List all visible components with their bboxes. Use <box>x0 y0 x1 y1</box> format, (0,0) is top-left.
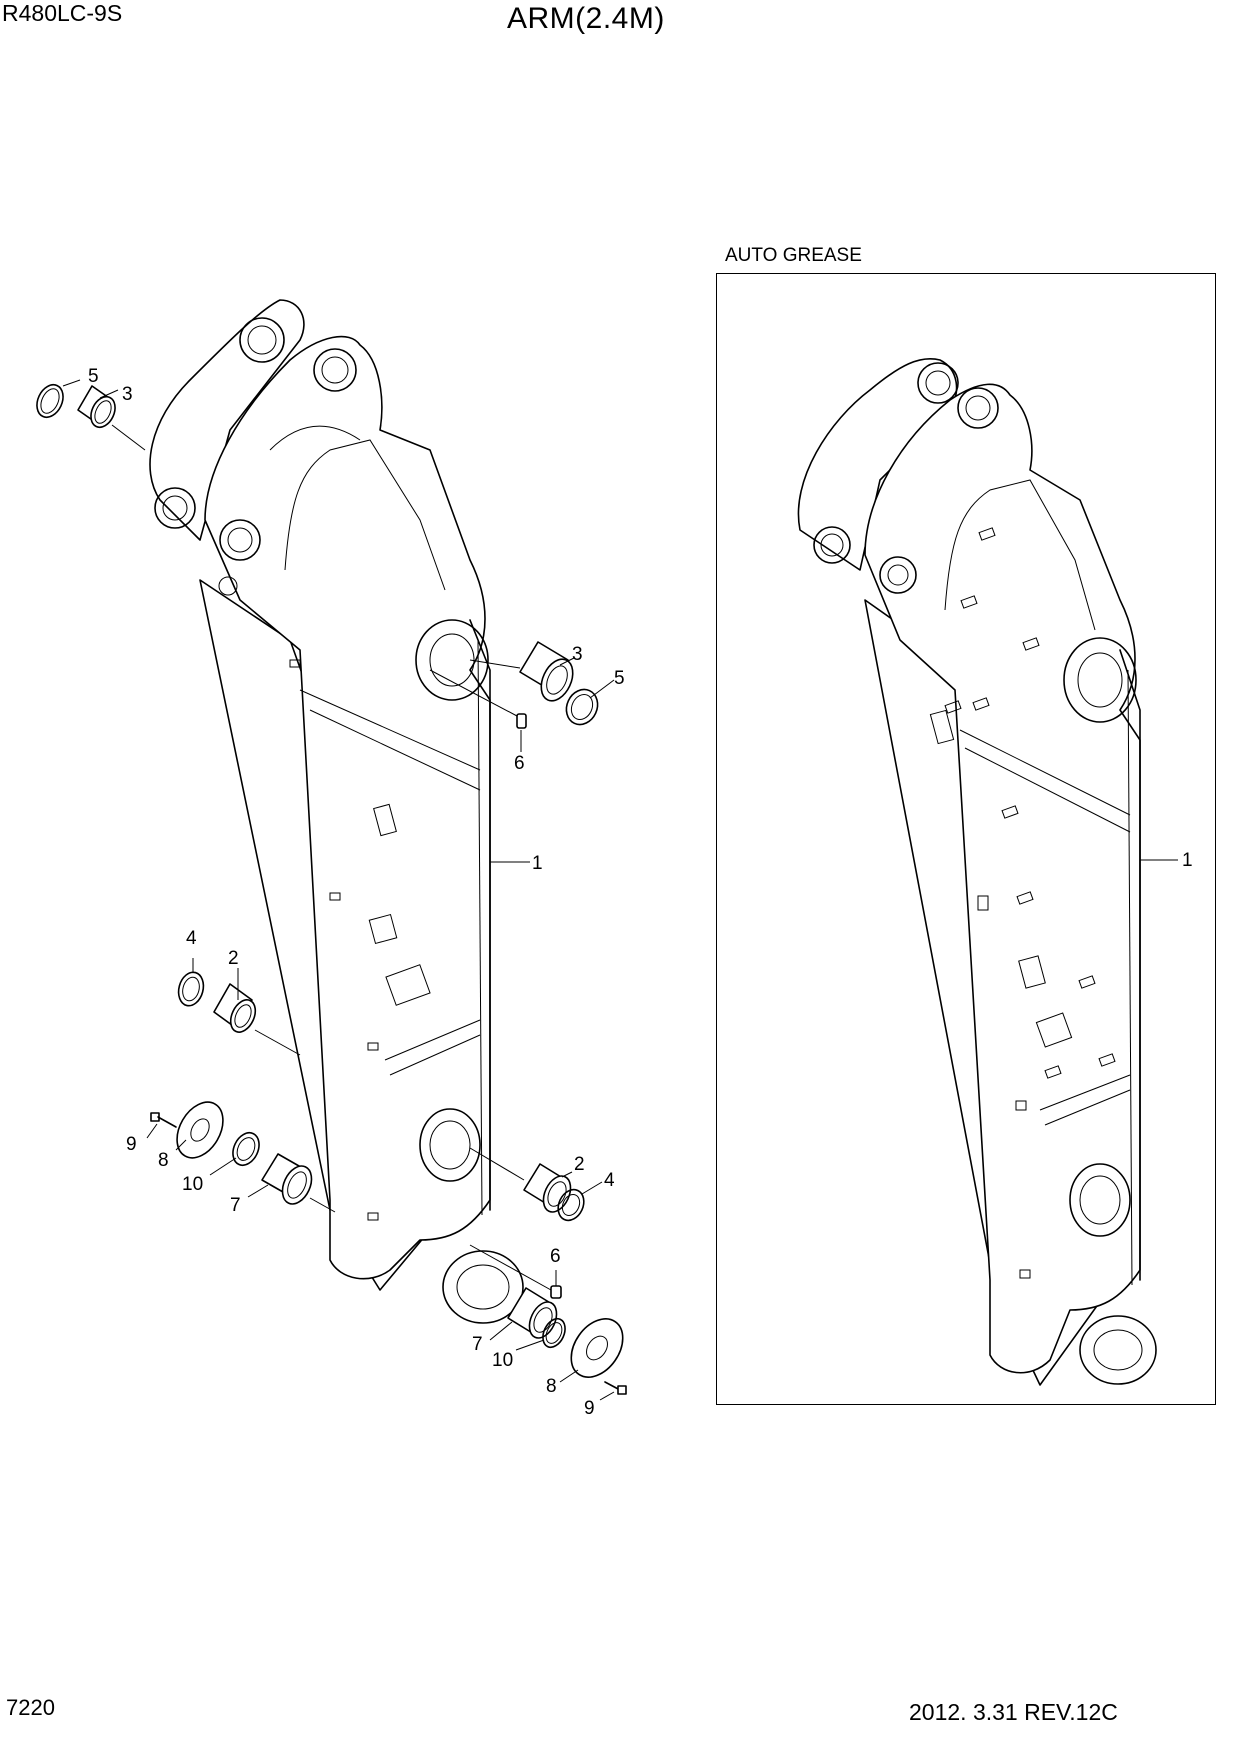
callout-plate-8-right: 8 <box>546 1376 557 1397</box>
part-fitting-6-lower <box>550 1285 562 1299</box>
part-ring-5-mid <box>565 688 599 726</box>
part-ring-4-right <box>557 1188 585 1222</box>
callout-bush-7-right: 7 <box>472 1334 483 1355</box>
part-bush-2-right <box>523 1163 572 1213</box>
part-bush-7-right <box>507 1287 558 1339</box>
inset-label: AUTO GREASE <box>725 245 862 266</box>
callout-bush-2-left: 2 <box>228 948 239 969</box>
part-ring-10-right <box>542 1317 566 1349</box>
revision-date: 2012. 3.31 REV.12C <box>909 1699 1118 1725</box>
page-title: ARM(2.4M) <box>507 2 665 35</box>
part-plate-8-right <box>570 1318 624 1378</box>
callout-fitting-6-lower: 6 <box>550 1246 561 1267</box>
model-code: R480LC-9S <box>2 0 123 26</box>
callout-ring-10-left: 10 <box>182 1174 203 1195</box>
arm-main <box>149 299 524 1324</box>
part-ring-5-top <box>36 383 64 419</box>
callout-arm-1: 1 <box>532 853 543 874</box>
part-ring-4-left <box>177 971 205 1007</box>
part-bush-3-mid <box>519 641 574 702</box>
part-fitting-6-upper <box>516 713 527 729</box>
part-ring-10-left <box>232 1131 260 1167</box>
arm-inset <box>797 358 1157 1386</box>
part-bolt-9-right <box>604 1381 627 1395</box>
part-bush-7-left <box>261 1153 313 1205</box>
callout-inset-arm-1: 1 <box>1182 850 1193 871</box>
callout-ring-4-right: 4 <box>604 1170 615 1191</box>
leader-lines-left <box>62 379 615 1401</box>
part-bolt-9-left <box>150 1112 177 1128</box>
callout-bush-7-left: 7 <box>230 1195 241 1216</box>
callout-ring-5-mid: 5 <box>614 668 625 689</box>
callout-ring-10-right: 10 <box>492 1350 513 1371</box>
callout-ring-4-left: 4 <box>186 928 197 949</box>
callout-bolt-9-right: 9 <box>584 1398 595 1419</box>
callout-plate-8-left: 8 <box>158 1150 169 1171</box>
callout-fitting-6-upper: 6 <box>514 753 525 774</box>
part-bush-2-left <box>213 983 257 1033</box>
part-bush-3-top <box>77 385 116 429</box>
callout-bush-3-top: 3 <box>122 384 133 405</box>
page-number: 7220 <box>6 1695 55 1720</box>
callout-bolt-9-left: 9 <box>126 1134 137 1155</box>
callout-ring-5-top: 5 <box>88 366 99 387</box>
inset-frame <box>716 273 1216 1405</box>
part-plate-8-left <box>176 1101 224 1159</box>
callout-bush-2-right: 2 <box>574 1154 585 1175</box>
callout-bush-3-mid: 3 <box>572 644 583 665</box>
